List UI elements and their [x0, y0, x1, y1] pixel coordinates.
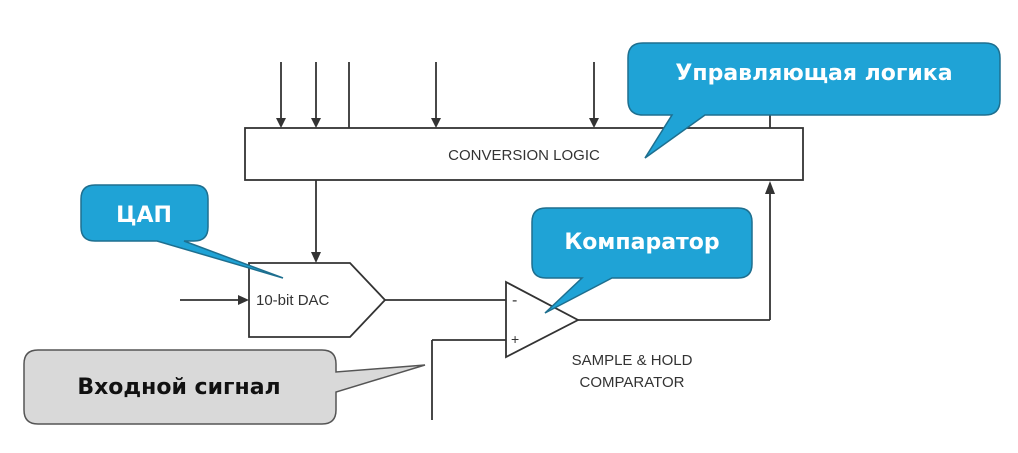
comparator-caption-line1: SAMPLE & HOLD: [572, 352, 693, 369]
comparator-plus-sign: +: [511, 331, 519, 347]
callouts: Управляющая логика ЦАП Компаратор Входно…: [23, 42, 1001, 425]
comparator-minus-sign: -: [512, 292, 517, 309]
dac-label: 10-bit DAC: [256, 292, 330, 309]
comparator-callout-bubble: [531, 207, 753, 314]
dac-callout-text: ЦАП: [116, 203, 172, 228]
dac-input-arrow: [238, 295, 249, 305]
dac-block: [248, 262, 387, 338]
comparator-caption-line2: COMPARATOR: [579, 374, 684, 391]
comparator-callout-text: Компаратор: [564, 230, 719, 255]
dac-callout-bubble: [80, 184, 284, 279]
comparator-block: [505, 280, 580, 359]
input-signal-callout-text: Входной сигнал: [77, 375, 280, 400]
logic-to-dac-arrow: [311, 252, 321, 263]
input-arrow-2: [311, 118, 321, 128]
base-diagram: CONVERSION LOGIC 10-bit DAC - + SAMPLE &…: [180, 62, 804, 420]
input-arrow-4: [431, 118, 441, 128]
input-arrow-5: [589, 118, 599, 128]
conversion-logic-label: CONVERSION LOGIC: [448, 147, 600, 164]
control-logic-callout-bubble: [627, 42, 1001, 159]
conversion-logic-block: [244, 127, 804, 181]
feedback-arrow: [765, 181, 775, 194]
input-signal-callout-bubble: [23, 349, 426, 425]
input-arrow-1: [276, 118, 286, 128]
control-logic-callout-text: Управляющая логика: [675, 61, 952, 86]
